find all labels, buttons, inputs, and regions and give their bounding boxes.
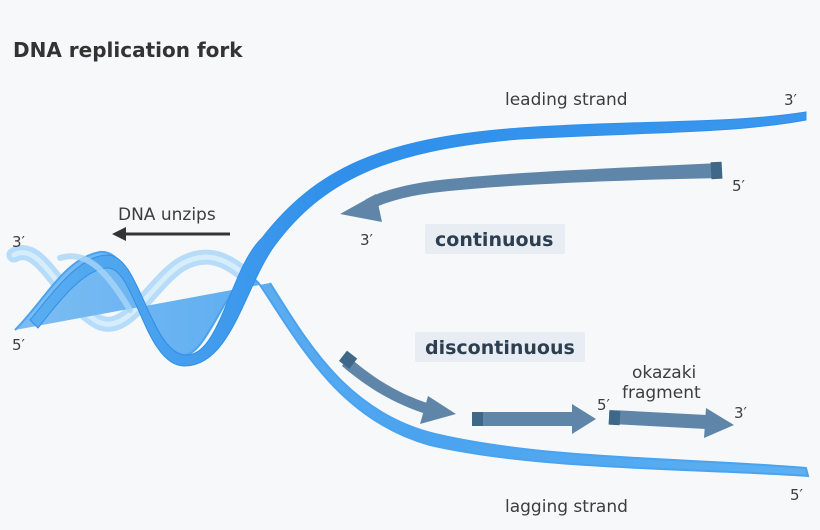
continuous-label: continuous: [435, 229, 553, 251]
diagram-title: DNA replication fork: [13, 38, 243, 62]
helix-back-strand: [6, 245, 253, 332]
okazaki-fragment-arrow-2: [472, 404, 596, 434]
new-leading-strand-arrow: [340, 161, 723, 222]
helix-highlight: [57, 253, 133, 313]
leading-parent-strand: [29, 111, 807, 367]
lagging-strand-label: lagging strand: [505, 497, 628, 517]
end-label-helix-3prime: 3′: [12, 233, 26, 251]
end-label-leading-3prime: 3′: [784, 91, 798, 109]
end-label-fragment-5prime: 5′: [597, 396, 611, 414]
okazaki-label-line2: fragment: [622, 383, 701, 403]
okazaki-fragment-arrow-3: [608, 408, 734, 438]
discontinuous-label: discontinuous: [425, 337, 575, 359]
continuous-tag-background: [425, 224, 565, 254]
end-label-fragment-3prime: 3′: [734, 404, 748, 422]
dna-unzips-label: DNA unzips: [118, 205, 216, 225]
end-label-leading-new-5prime: 5′: [732, 177, 746, 195]
end-label-leading-new-3prime: 3′: [360, 231, 374, 249]
unzip-direction-arrow: [112, 227, 230, 241]
okazaki-fragment-arrow-1: [338, 350, 456, 424]
discontinuous-tag-background: [415, 332, 585, 362]
end-label-lagging-5prime: 5′: [790, 486, 804, 504]
leading-strand-label: leading strand: [505, 90, 628, 110]
end-label-helix-5prime: 5′: [12, 336, 26, 354]
okazaki-label-line1: okazaki: [632, 363, 696, 383]
